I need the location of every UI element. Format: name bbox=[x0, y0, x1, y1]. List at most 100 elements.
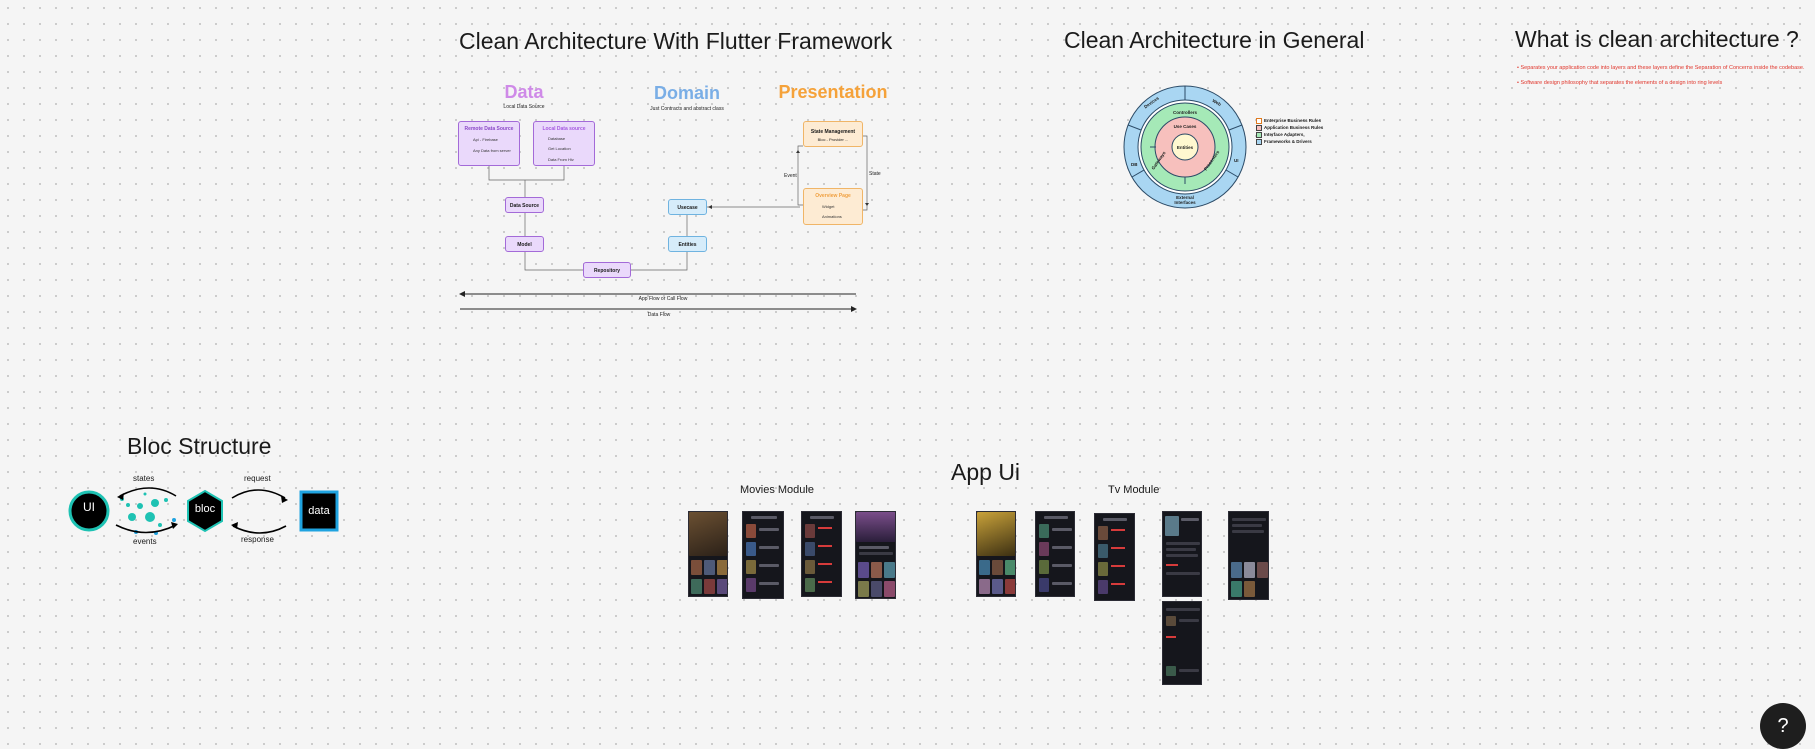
bloc-ui-node: UI bbox=[83, 500, 95, 514]
state-management-label: State Management bbox=[810, 129, 856, 135]
poster-image bbox=[992, 579, 1003, 594]
header-bar bbox=[751, 516, 777, 519]
view-item: Animations bbox=[822, 214, 842, 219]
model-label: Model bbox=[517, 242, 532, 248]
view-label: Overview Page bbox=[815, 193, 851, 199]
legend-label: Application Business Rules bbox=[1264, 125, 1324, 131]
text-bar bbox=[759, 582, 779, 585]
model-box: Model bbox=[505, 236, 544, 252]
poster-image bbox=[689, 512, 727, 556]
text-bar bbox=[859, 552, 893, 555]
legend-item: Interface Adapters bbox=[1256, 132, 1303, 138]
legend-swatch bbox=[1256, 118, 1262, 124]
repository-box: Repository bbox=[583, 262, 631, 278]
legend-swatch bbox=[1256, 125, 1262, 131]
appui-section-title: App Ui bbox=[951, 459, 1021, 485]
ring-label-entities: Entities bbox=[1176, 145, 1194, 150]
bloc-events-label: events bbox=[133, 537, 157, 546]
legend-item: Enterprise Business Rules bbox=[1256, 118, 1321, 124]
tv-screen-season bbox=[1228, 511, 1269, 600]
legend-label: Enterprise Business Rules bbox=[1264, 118, 1322, 124]
poster-image bbox=[746, 542, 756, 556]
poster-image bbox=[1098, 580, 1108, 594]
ring-label-db: DB bbox=[1131, 162, 1138, 167]
poster-image bbox=[1244, 562, 1255, 578]
remote-data-source-box: Remote Data Source Api - Firebase Any Da… bbox=[458, 121, 520, 166]
what-bullet-text: Separates your application code into lay… bbox=[1520, 65, 1805, 71]
legend-label: Interface Adapters bbox=[1264, 132, 1304, 138]
poster-image bbox=[871, 581, 882, 597]
remote-ds-item: Api - Firebase bbox=[473, 137, 498, 142]
poster-image bbox=[1166, 666, 1176, 676]
view-box: Overview Page Widget Animations bbox=[803, 188, 863, 225]
poster-image bbox=[746, 560, 756, 574]
ring-label-ui: UI bbox=[1234, 158, 1239, 163]
what-bullet-text: Software design philosophy that separate… bbox=[1520, 80, 1723, 86]
text-accent bbox=[1111, 529, 1125, 531]
header-bar bbox=[1044, 516, 1068, 519]
poster-image bbox=[856, 512, 895, 542]
text-bar bbox=[1232, 518, 1266, 521]
view-item: Widget bbox=[822, 204, 835, 209]
help-button[interactable]: ? bbox=[1760, 703, 1806, 749]
text-bar bbox=[1232, 530, 1264, 533]
text-accent bbox=[1111, 547, 1125, 549]
bloc-data-node: data bbox=[308, 505, 330, 517]
text-accent bbox=[1166, 636, 1176, 638]
poster-image bbox=[979, 560, 990, 575]
text-bar bbox=[1052, 564, 1072, 567]
text-bar bbox=[1052, 546, 1072, 549]
legend-item: Application Business Rules bbox=[1256, 125, 1323, 131]
text-bar bbox=[1166, 554, 1198, 557]
bloc-section-title: Bloc Structure bbox=[127, 433, 272, 459]
poster-image bbox=[805, 578, 815, 592]
repository-label: Repository bbox=[593, 268, 621, 274]
poster-image bbox=[1039, 542, 1049, 556]
text-bar bbox=[1052, 528, 1072, 531]
tv-screen-episodes bbox=[1162, 601, 1202, 685]
presentation-layer-title: Presentation bbox=[778, 82, 888, 102]
poster-image bbox=[704, 579, 715, 594]
text-accent bbox=[818, 563, 832, 565]
legend-item: Frameworks & Drivers bbox=[1256, 139, 1312, 145]
poster-image bbox=[977, 512, 1015, 556]
text-accent bbox=[818, 527, 832, 529]
text-bar bbox=[759, 528, 779, 531]
app-flow-label: App Flow or Call Flow bbox=[638, 296, 688, 302]
poster-image bbox=[805, 542, 815, 556]
state-label: State bbox=[869, 171, 881, 177]
data-source-box: Data Source bbox=[505, 197, 544, 213]
poster-image bbox=[992, 560, 1003, 575]
text-bar bbox=[1179, 669, 1199, 672]
poster-image bbox=[691, 560, 702, 575]
text-bar bbox=[859, 546, 889, 549]
remote-data-source-label: Remote Data Source bbox=[464, 126, 514, 132]
poster-image bbox=[704, 560, 715, 575]
general-section-title: Clean Architecture in General bbox=[1064, 27, 1365, 53]
movies-screen-list bbox=[742, 511, 784, 599]
poster-image bbox=[746, 524, 756, 538]
tv-screen-detail bbox=[1162, 511, 1202, 597]
poster-image bbox=[1039, 560, 1049, 574]
text-accent bbox=[1111, 583, 1125, 585]
poster-image bbox=[691, 579, 702, 594]
event-label: Event bbox=[784, 173, 797, 179]
domain-layer-title: Domain bbox=[653, 83, 721, 103]
data-source-label: Data Source bbox=[509, 203, 540, 209]
poster-image bbox=[1005, 560, 1015, 575]
movies-screen-home bbox=[688, 511, 728, 597]
what-bullet: • Separates your application code into l… bbox=[1517, 65, 1805, 71]
usecase-box: Usecase bbox=[668, 199, 707, 215]
text-bar bbox=[1166, 542, 1200, 545]
text-bar bbox=[1166, 548, 1196, 551]
poster-image bbox=[1098, 562, 1108, 576]
legend-label: Frameworks & Drivers bbox=[1264, 139, 1312, 145]
ring-label-controllers: Controllers bbox=[1172, 110, 1198, 115]
bloc-response-label: response bbox=[241, 535, 274, 544]
movies-screen-detail bbox=[855, 511, 896, 599]
header-bar bbox=[810, 516, 834, 519]
text-accent bbox=[818, 545, 832, 547]
bloc-bloc-node: bloc bbox=[194, 503, 216, 515]
